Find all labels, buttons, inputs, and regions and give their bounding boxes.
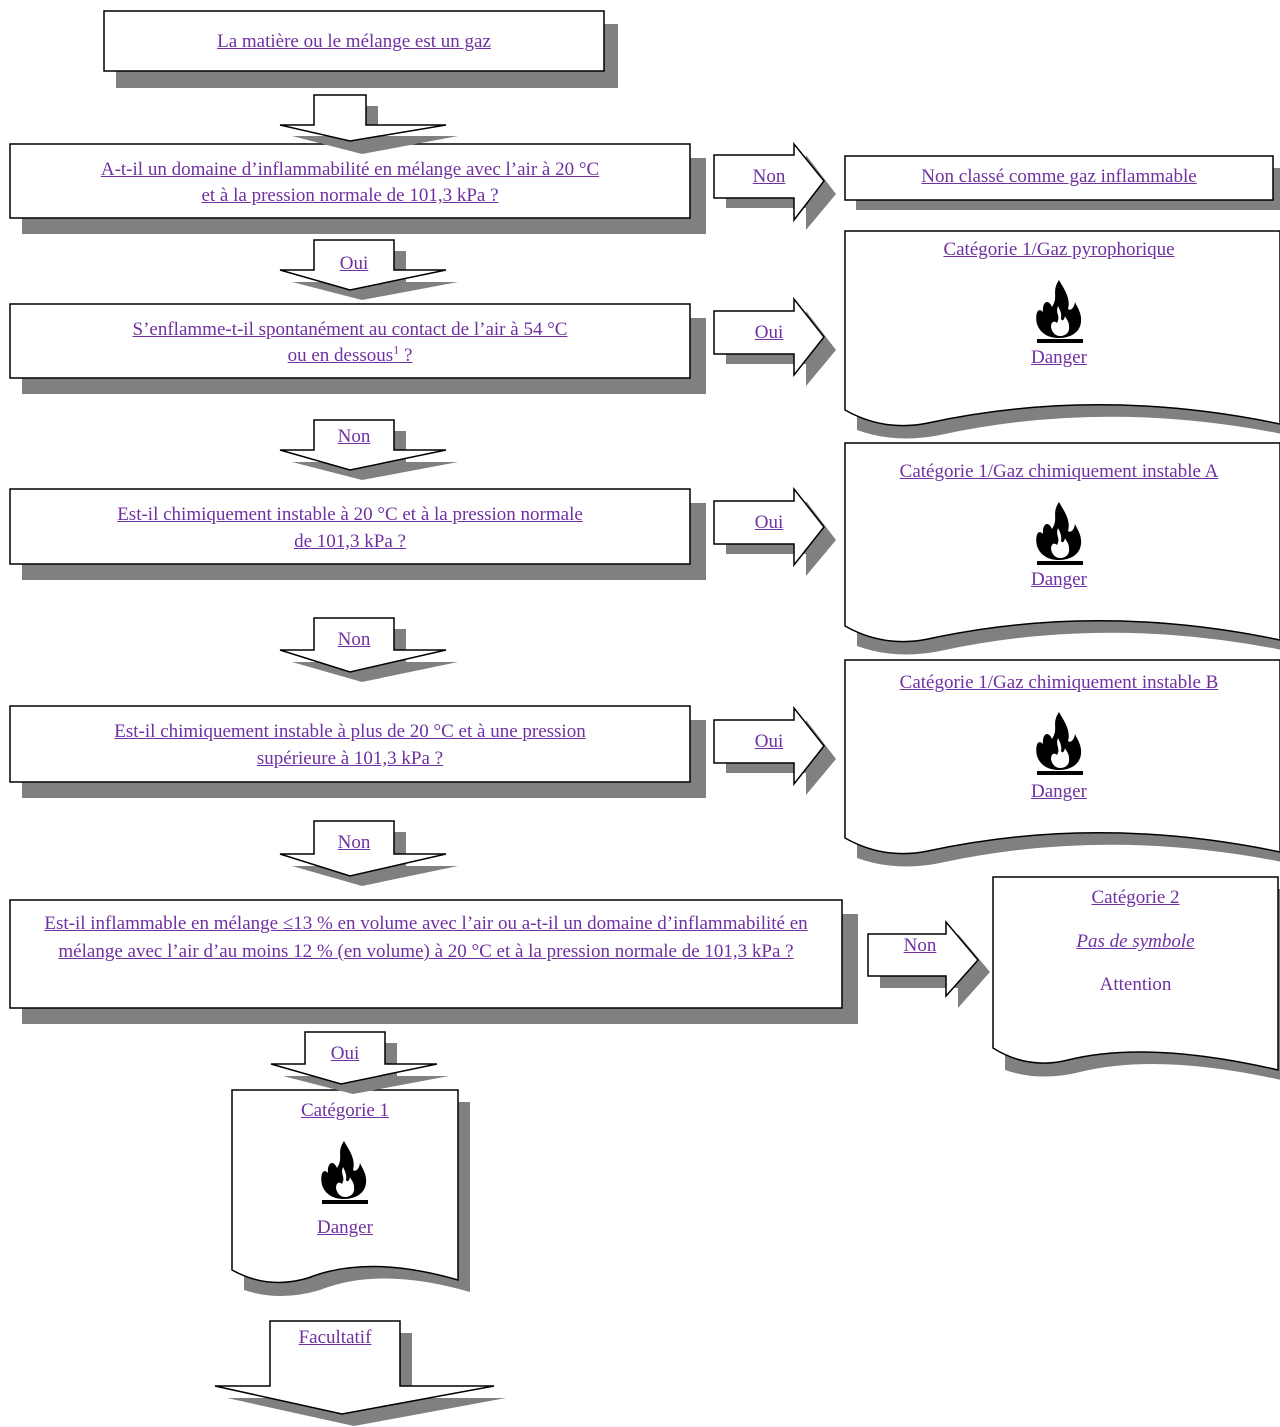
question-box-4 — [9, 705, 706, 798]
start-text[interactable]: La matière ou le mélange est un gaz — [217, 31, 491, 52]
question-1-line-1[interactable]: A-t-il un domaine d’inflammabilité en mé… — [100, 159, 600, 180]
question-4-line-1[interactable]: Est-il chimiquement instable à plus de 2… — [114, 721, 586, 742]
right-arrow-oui-4 — [713, 705, 836, 795]
result-category-1-signal[interactable]: Danger — [317, 1217, 373, 1238]
result-pyrophoric-title[interactable]: Catégorie 1/Gaz pyrophorique — [943, 239, 1175, 260]
result-unstable-b-signal[interactable]: Danger — [1031, 781, 1087, 802]
question-box-3 — [9, 488, 706, 580]
arrow-label-non-2[interactable]: Non — [337, 426, 371, 447]
arrow-label-oui-2[interactable]: Oui — [754, 322, 784, 343]
start-box — [103, 10, 618, 88]
question-2-line-2[interactable]: ou en dessous1 ? — [287, 342, 413, 366]
arrow-label-non-4[interactable]: Non — [337, 832, 371, 853]
result-pyrophoric-signal[interactable]: Danger — [1031, 347, 1087, 368]
flame-icon — [1036, 502, 1083, 565]
question-box-2 — [9, 303, 706, 394]
result-box-not-classified — [844, 155, 1280, 210]
result-doc-category-1 — [231, 1089, 470, 1296]
arrow-label-optional[interactable]: Facultatif — [298, 1327, 372, 1348]
result-category-2-signal: Attention — [1099, 974, 1172, 995]
result-category-2-title[interactable]: Catégorie 2 — [1091, 887, 1180, 908]
result-category-1-title[interactable]: Catégorie 1 — [300, 1100, 390, 1121]
right-arrow-non-5 — [867, 919, 990, 1008]
down-arrow-oui-1 — [279, 239, 458, 300]
arrow-label-non-5[interactable]: Non — [903, 935, 937, 956]
result-doc-category-2 — [992, 876, 1280, 1080]
down-arrow-oui-5 — [270, 1031, 449, 1094]
right-arrow-oui-2 — [713, 296, 836, 386]
right-arrow-oui-3 — [713, 486, 836, 576]
arrow-label-non-1[interactable]: Non — [752, 166, 786, 187]
question-3-line-1[interactable]: Est-il chimiquement instable à 20 °C et … — [117, 504, 583, 525]
right-arrow-non-1 — [713, 141, 836, 230]
down-arrow-non-3 — [279, 617, 458, 682]
question-1-line-2[interactable]: et à la pression normale de 101,3 kPa ? — [201, 185, 499, 206]
question-3-line-2[interactable]: de 101,3 kPa ? — [294, 531, 406, 552]
arrow-label-oui-5[interactable]: Oui — [330, 1043, 360, 1064]
result-category-2-symbol[interactable]: Pas de symbole — [1076, 931, 1195, 952]
question-4-line-2[interactable]: supérieure à 101,3 kPa ? — [256, 748, 444, 769]
flame-icon — [1036, 712, 1083, 775]
question-box-5 — [9, 899, 858, 1024]
arrow-label-non-3[interactable]: Non — [337, 629, 371, 650]
arrow-label-oui-4[interactable]: Oui — [754, 731, 784, 752]
question-2-line-1[interactable]: S’enflamme-t-il spontanément au contact … — [132, 319, 568, 340]
footnote-marker: 1 — [393, 342, 400, 357]
result-unstable-b-title[interactable]: Catégorie 1/Gaz chimiquement instable B — [899, 672, 1219, 693]
down-arrow-non-4 — [279, 820, 458, 886]
result-unstable-a-signal[interactable]: Danger — [1031, 569, 1087, 590]
question-5-text[interactable]: Est-il inflammable en mélange ≤13 % en v… — [44, 913, 808, 962]
result-unstable-a-title[interactable]: Catégorie 1/Gaz chimiquement instable A — [899, 461, 1219, 482]
arrow-label-oui-1[interactable]: Oui — [339, 253, 369, 274]
down-arrow-non-2 — [279, 419, 458, 480]
down-arrow-optional — [214, 1320, 506, 1426]
flame-icon — [321, 1141, 368, 1204]
question-box-1 — [9, 143, 706, 234]
down-arrow-1 — [279, 94, 458, 154]
flame-icon — [1036, 280, 1083, 343]
arrow-label-oui-3[interactable]: Oui — [754, 512, 784, 533]
result-not-classified[interactable]: Non classé comme gaz inflammable — [921, 166, 1197, 187]
